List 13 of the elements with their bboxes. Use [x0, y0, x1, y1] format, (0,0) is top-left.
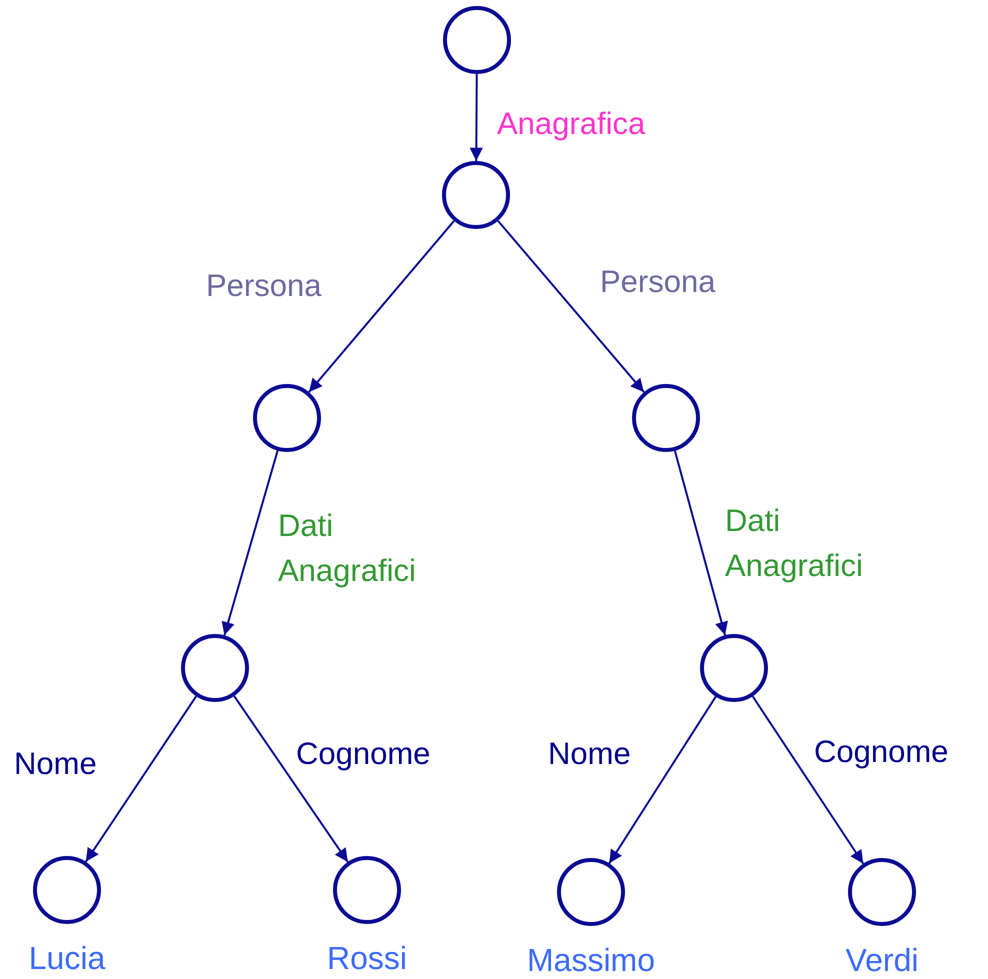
arrow: [752, 696, 864, 864]
leaf-value: Rossi: [326, 942, 408, 974]
arrow: [497, 220, 645, 393]
arrow: [222, 450, 279, 636]
leaf-value: Massimo: [526, 944, 656, 976]
arrow: [308, 220, 455, 393]
arrow: [674, 450, 728, 636]
leaf-value: Verdi: [844, 944, 920, 976]
leaf-value: Lucia: [28, 942, 106, 974]
arrow: [85, 696, 197, 862]
arrow: [233, 695, 349, 863]
arrow: [608, 696, 717, 864]
arrow: [470, 74, 483, 161]
